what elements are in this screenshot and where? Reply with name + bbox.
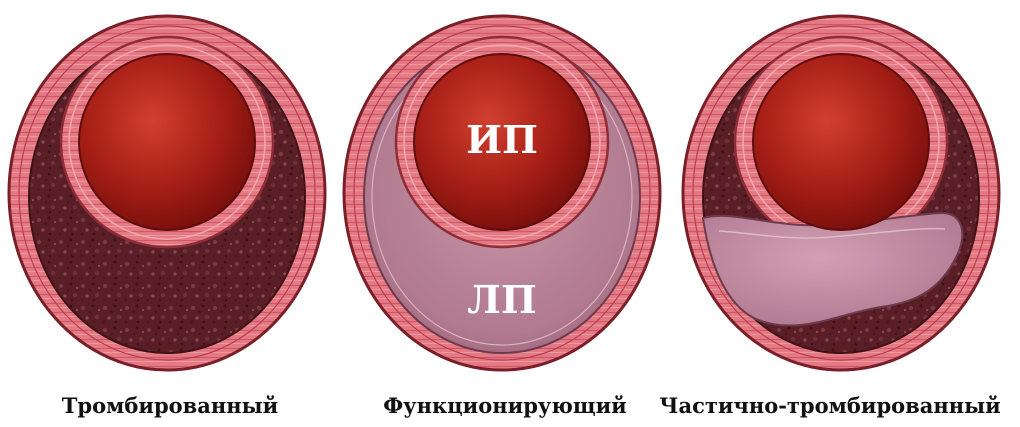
true-lumen-label: ИП xyxy=(466,117,538,162)
vessel-partially-thrombosed xyxy=(683,16,999,370)
caption-functioning: Функционирующий xyxy=(350,393,660,423)
vessel-thrombosed xyxy=(9,16,325,370)
caption-partially-thrombosed: Частично-тромбированный xyxy=(650,393,1010,423)
vessel-functioning: ИП ЛП xyxy=(344,16,660,370)
false-lumen-label: ЛП xyxy=(467,277,537,322)
caption-thrombosed: Тромбированный xyxy=(15,393,325,423)
